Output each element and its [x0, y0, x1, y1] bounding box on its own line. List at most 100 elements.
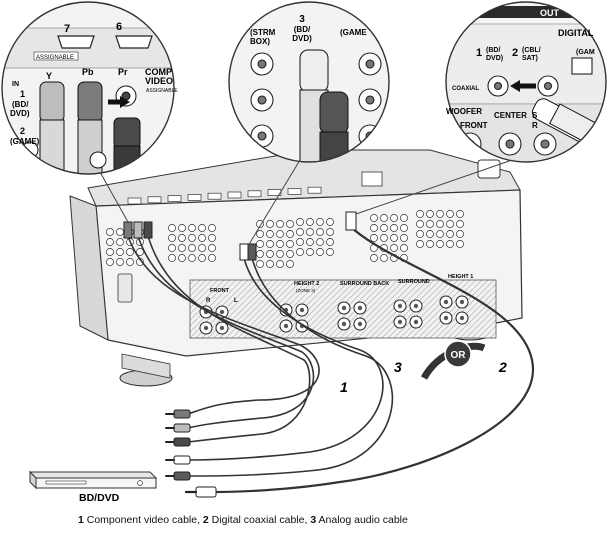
rca-jack	[296, 238, 304, 246]
network-port	[361, 171, 383, 187]
speaker-labels: FRONT HEIGHT 2 (ZONE 3) SURROUND BACK SU…	[206, 274, 473, 304]
callout-right-label-digital: DIGITAL	[558, 28, 594, 38]
hdmi-jack	[267, 189, 282, 196]
rca-jack	[426, 210, 434, 218]
speaker-terminal-center	[283, 323, 289, 329]
rca-jack	[106, 238, 114, 246]
rca-jack	[370, 234, 378, 242]
rca-jack	[198, 254, 206, 262]
caption-text-3: Analog audio cable	[316, 514, 408, 526]
rca-jack	[436, 230, 444, 238]
rca-plug	[173, 471, 191, 481]
speaker-label-surround-back: SURROUND BACK	[340, 281, 389, 287]
callout-left-label-pr: Pr	[118, 67, 128, 77]
rs232-port	[117, 273, 133, 303]
caption-number-2: 2	[202, 514, 209, 526]
rca-jack	[286, 240, 294, 248]
callout-right-label-2: 2	[512, 47, 518, 59]
rca-jack	[436, 240, 444, 248]
rca-jack	[456, 240, 464, 248]
rca-jack	[316, 228, 324, 236]
caption-text-2: Digital coaxial cable,	[208, 514, 311, 526]
rca-jack	[106, 228, 114, 236]
rca-jack	[426, 220, 434, 228]
rca-jack	[168, 244, 176, 252]
rca-jack	[426, 230, 434, 238]
rca-jack	[326, 238, 334, 246]
callout-component-video: 7 6 ASSIGNABLE IN 1 (BD/ DVD) 2 (GAME) Y…	[1, 1, 178, 223]
callout-right-label-woofer: WOOFER	[446, 107, 482, 116]
rca-jack	[106, 248, 114, 256]
rca-jack	[266, 260, 274, 268]
rca-jack	[306, 218, 314, 226]
rca-jack	[126, 248, 134, 256]
rca-jack	[208, 244, 216, 252]
or-badge: OR	[420, 340, 486, 380]
hdmi-jack	[227, 191, 242, 199]
rca-jack	[326, 248, 334, 256]
rca-jack	[266, 240, 274, 248]
rca-jack	[266, 250, 274, 258]
callout-center-label-3: 3	[299, 14, 305, 25]
rca-plug	[173, 437, 191, 447]
device-label: BD/DVD	[79, 492, 120, 504]
callout-left-label-game: (GAME)	[10, 137, 40, 146]
rca-jack	[188, 224, 196, 232]
hdmi-jack	[127, 197, 142, 205]
receiver: FRONT HEIGHT 2 (ZONE 3) SURROUND BACK SU…	[69, 149, 523, 387]
callout-center-label-game: (GAME	[340, 28, 367, 37]
rca-jack	[390, 224, 398, 232]
speaker-label-front: FRONT	[210, 288, 230, 294]
ac-inlet	[477, 159, 501, 179]
hdmi-jack	[187, 194, 202, 201]
rca-jack	[188, 234, 196, 242]
rca-jack	[416, 220, 424, 228]
rca-jack	[400, 244, 408, 252]
callout-left-label-assignable: ASSIGNABLE	[36, 55, 74, 61]
callout-right-label-coaxial: COAXIAL	[452, 86, 479, 92]
rca-jack	[426, 240, 434, 248]
rca-jack	[400, 234, 408, 242]
rca-jack	[446, 230, 454, 238]
callout-center-label-box: BOX)	[250, 37, 270, 46]
callout-left-label-6: 6	[116, 21, 122, 33]
rca-jack	[276, 230, 284, 238]
hdmi-input-row	[127, 186, 322, 205]
cable-plugs-device-side	[165, 409, 217, 498]
rca-jack	[446, 240, 454, 248]
speaker-terminal-center	[341, 305, 347, 311]
speaker-terminal-center	[219, 309, 225, 315]
rca-jack	[198, 244, 206, 252]
rca-jack	[380, 234, 388, 242]
rca-jack	[276, 260, 284, 268]
rca-jack	[126, 258, 134, 266]
callout-right-label-sat: SAT)	[522, 55, 538, 62]
cable-number-2: 2	[498, 359, 507, 375]
callout-right-label-out: OUT	[540, 8, 560, 18]
rca-jack	[178, 254, 186, 262]
callout-left-label-7: 7	[64, 23, 70, 35]
speaker-terminal-center	[413, 319, 419, 325]
rca-jack	[116, 258, 124, 266]
rca-jack	[198, 224, 206, 232]
rca-jack	[370, 224, 378, 232]
figure-caption: 1 Component video cable, 2 Digital coaxi…	[78, 514, 408, 526]
rca-jack	[416, 230, 424, 238]
rca-jack	[456, 230, 464, 238]
rca-jack	[116, 238, 124, 246]
callout-center-label-bd: (BD/	[294, 25, 311, 34]
rca-plug	[173, 455, 191, 465]
rca-jack	[416, 210, 424, 218]
rca-jack	[116, 228, 124, 236]
or-label: OR	[451, 350, 467, 361]
speaker-terminal-center	[459, 299, 465, 305]
rca-jack	[168, 224, 176, 232]
rca-jack	[208, 254, 216, 262]
callout-right-label-center: CENTER	[494, 111, 527, 120]
speaker-terminal-center	[459, 315, 465, 321]
rca-jack	[380, 224, 388, 232]
rca-jack	[116, 248, 124, 256]
rca-jack	[390, 244, 398, 252]
speaker-terminal-center	[413, 303, 419, 309]
cable-number-1: 1	[340, 379, 348, 395]
